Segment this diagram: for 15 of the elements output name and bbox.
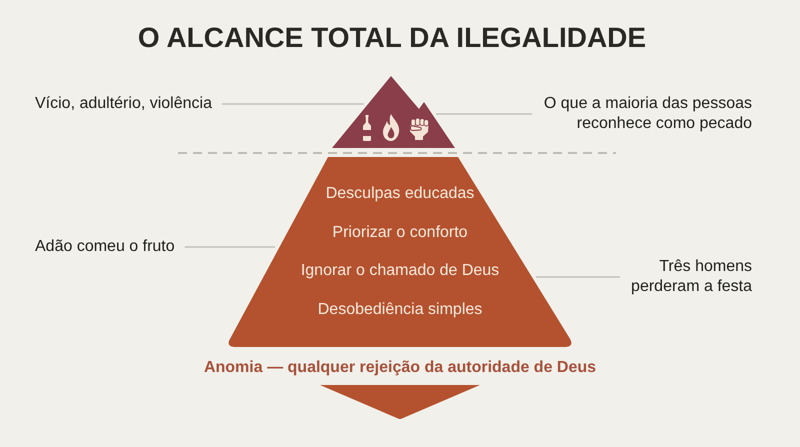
pyramid-level-text: Ignorar o chamado de Deus bbox=[300, 261, 500, 281]
leader-line bbox=[184, 246, 276, 248]
callout-text: Adão comeu o fruto bbox=[35, 237, 175, 257]
pyramid-level-text: Priorizar o conforto bbox=[332, 223, 468, 243]
caption-text: Anomia — qualquer rejeição da autoridade de Deus bbox=[204, 358, 596, 378]
pyramid-level-text: Desculpas educadas bbox=[326, 184, 474, 204]
pyramid-level-text: Desobediência simples bbox=[318, 300, 482, 320]
leader-line bbox=[436, 113, 532, 115]
callout-text: O que a maioria das pessoas reconhece como pecado bbox=[542, 94, 752, 134]
tip-triangle bbox=[332, 76, 455, 148]
leader-line bbox=[536, 276, 620, 278]
callout-text: Vício, adultério, violência bbox=[35, 94, 212, 114]
title: O ALCANCE TOTAL DA ILEGALIDADE bbox=[138, 22, 646, 54]
callout-text: Três homens perderam a festa bbox=[630, 257, 752, 297]
leader-line bbox=[222, 103, 364, 105]
